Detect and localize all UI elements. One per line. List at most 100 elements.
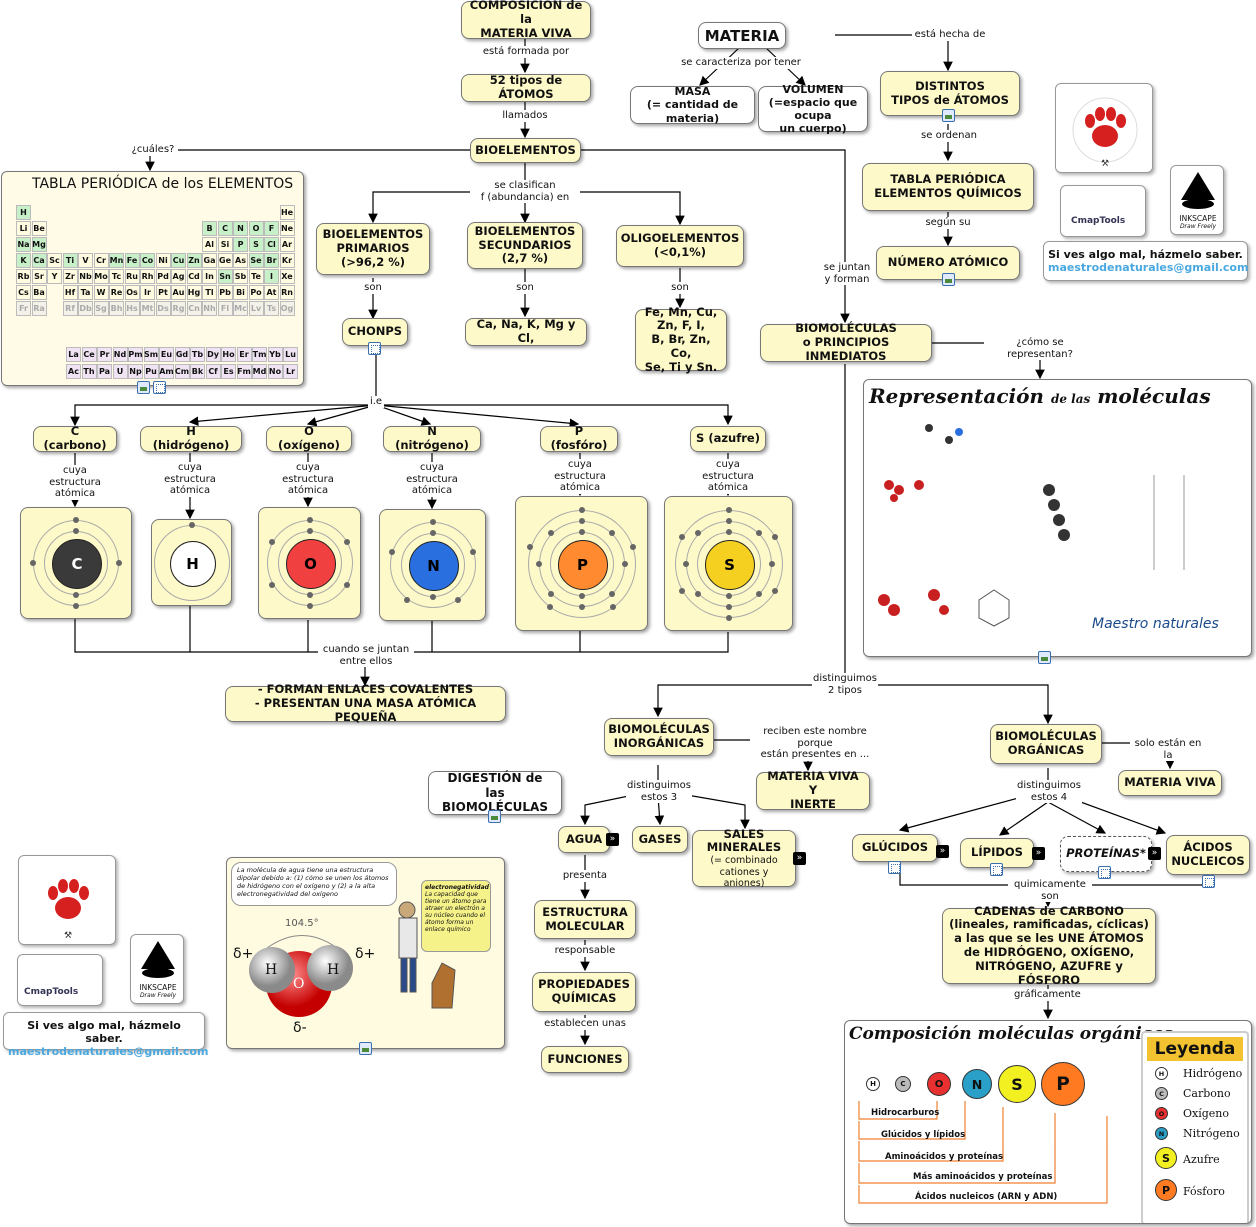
element-cell: Og xyxy=(279,301,295,316)
expand-icon[interactable]: » xyxy=(1148,847,1161,860)
glucidos-node[interactable]: GLÚCIDOS xyxy=(852,834,938,862)
materia-node[interactable]: MATERIA xyxy=(698,22,786,49)
enlaces-covalentes-node[interactable]: - FORMAN ENLACES COVALENTES - PRESENTAN … xyxy=(225,682,506,724)
propiedades-quimicas-node[interactable]: PROPIEDADES QUÍMICAS xyxy=(532,972,636,1012)
oxigeno-node[interactable]: O (oxígeno) xyxy=(266,424,352,452)
element-cell: Ag xyxy=(171,269,186,284)
element-cell: Sb xyxy=(233,269,248,284)
oligoelementos-list-node[interactable]: Fe, Mn, Cu, Zn, F, I, B, Br, Zn, Co, Se,… xyxy=(635,305,727,374)
element-cell: Yb xyxy=(267,347,283,362)
concept-map-icon[interactable] xyxy=(1098,866,1111,879)
composicion-materia-viva-node[interactable]: COMPOSICIÓN de la MATERIA VIVA xyxy=(461,0,591,40)
image-icon[interactable] xyxy=(359,1042,372,1055)
link-reciben: reciben este nombre porque están present… xyxy=(750,726,880,761)
document-icon[interactable] xyxy=(153,381,166,394)
element-cell: Fe xyxy=(124,253,140,268)
biomoleculas-organicas-node[interactable]: BIOMOLÉCULAS ORGÁNICAS xyxy=(990,724,1102,764)
materia-viva-inerte-node[interactable]: MATERIA VIVA Y INERTE xyxy=(756,769,870,811)
funciones-node[interactable]: FUNCIONES xyxy=(541,1046,629,1073)
biomoleculas-node[interactable]: BIOMOLÉCULAS o PRINCIPIOS INMEDIATOS xyxy=(760,321,932,363)
element-cell: Nh xyxy=(202,301,217,316)
link-se-clasifican: se clasifican f (abundancia) en xyxy=(470,180,580,203)
feedback-email[interactable]: maestrodenaturales@gmail.com xyxy=(1048,261,1249,274)
image-icon[interactable] xyxy=(137,381,150,394)
electron xyxy=(73,517,79,523)
element-cell: Ar xyxy=(279,237,295,252)
element-cell: Pm xyxy=(128,347,143,362)
element-cell: Am xyxy=(159,364,174,379)
element-cell: Kr xyxy=(279,253,295,268)
element-cell: Cu xyxy=(171,253,186,268)
element-cell: Cf xyxy=(205,364,221,379)
expand-icon[interactable]: » xyxy=(606,833,619,846)
feedback-message: Si ves algo mal, házmelo saber. xyxy=(27,1019,181,1045)
gases-node[interactable]: GASES xyxy=(632,826,688,853)
element-cell: Pb xyxy=(217,285,233,300)
element-cell: Ru xyxy=(124,269,140,284)
concept-map-icon[interactable] xyxy=(990,863,1003,876)
carbono-node[interactable]: C (carbono) xyxy=(33,424,117,452)
estructura-molecular-node[interactable]: ESTRUCTURA MOLECULAR xyxy=(534,900,636,939)
tabla-periodica-node[interactable]: TABLA PERIÓDICA ELEMENTOS QUÍMICOS xyxy=(862,163,1034,211)
agua-node[interactable]: AGUA xyxy=(558,826,610,853)
expand-icon[interactable]: » xyxy=(1032,847,1045,860)
paw-logo-icon: ⚒ xyxy=(1072,97,1138,169)
element-cell: Dy xyxy=(205,347,221,362)
digestion-biomoleculas-node[interactable]: DIGESTIÓN de las BIOMOLÉCULAS xyxy=(428,771,562,815)
chonps-node[interactable]: CHONPS xyxy=(342,318,408,346)
sales-minerales-node[interactable]: SALES MINERALES (= combinado cationes y … xyxy=(692,827,796,889)
link-son-primarios: son xyxy=(362,282,384,294)
azufre-node[interactable]: S (azufre) xyxy=(690,426,766,452)
bioelementos-primarios-node[interactable]: BIOELEMENTOS PRIMARIOS (>96,2 %) xyxy=(316,223,430,275)
link-son-oligo: son xyxy=(669,282,691,294)
materia-viva-node[interactable]: MATERIA VIVA xyxy=(1118,770,1222,796)
image-icon[interactable] xyxy=(942,109,955,122)
image-icon[interactable] xyxy=(1038,651,1051,664)
periodic-table-title: TABLA PERIÓDICA de los ELEMENTOS xyxy=(32,176,294,192)
fosforo-atom-diagram: P xyxy=(515,496,648,631)
masa-node[interactable]: MASA (= cantidad de materia) xyxy=(630,85,755,125)
element-cell: Br xyxy=(264,253,279,268)
element-cell: Cr xyxy=(93,253,109,268)
element-cell: B xyxy=(202,221,217,236)
acidos-nucleicos-node[interactable]: ÁCIDOS NUCLEICOS xyxy=(1166,835,1250,875)
document-icon[interactable] xyxy=(368,342,381,355)
electron xyxy=(772,587,779,594)
biomoleculas-inorganicas-node[interactable]: BIOMOLÉCULAS INORGÁNICAS xyxy=(604,718,714,756)
tipos-atomos-node[interactable]: 52 tipos de ÁTOMOS xyxy=(461,73,591,102)
element-cell: Mn xyxy=(109,253,124,268)
element-cell: Pa xyxy=(97,364,112,379)
bioelementos-secundarios-node[interactable]: BIOELEMENTOS SECUNDARIOS (2,7 %) xyxy=(467,222,583,269)
cadenas-carbono-node[interactable]: CADENAS de CARBONO (lineales, ramificada… xyxy=(942,904,1156,986)
molecule-models-illustration xyxy=(878,424,1185,627)
oligoelementos-node[interactable]: OLIGOELEMENTOS (<0,1%) xyxy=(616,225,744,267)
electron xyxy=(725,506,732,513)
expand-icon[interactable]: » xyxy=(936,845,949,858)
concept-map-icon[interactable] xyxy=(888,861,901,874)
fosforo-node[interactable]: P (fosfóro) xyxy=(540,424,618,452)
element-cell: Nb xyxy=(78,269,93,284)
bioelementos-node[interactable]: BIOELEMENTOS xyxy=(470,138,581,163)
element-cell: Ts xyxy=(264,301,279,316)
nitrogeno-node[interactable]: N (nitrógeno) xyxy=(383,424,481,452)
feedback-email[interactable]: maestrodenaturales@gmail.com xyxy=(8,1045,209,1058)
legend-label: Hidrógeno xyxy=(1183,1067,1243,1080)
electron xyxy=(725,614,732,621)
image-icon[interactable] xyxy=(942,273,955,286)
distintos-tipos-atomos-node[interactable]: DISTINTOS TIPOS de ÁTOMOS xyxy=(880,71,1020,116)
hidrogeno-node[interactable]: H (hidrógeno) xyxy=(140,424,242,452)
element-cell: Ho xyxy=(221,347,236,362)
element-cell: Ba xyxy=(31,285,47,300)
image-icon[interactable] xyxy=(488,810,501,823)
electron xyxy=(343,538,350,545)
concept-map-icon[interactable] xyxy=(1202,875,1215,888)
element-cell: Sr xyxy=(31,269,47,284)
element-cell: Mo xyxy=(93,269,109,284)
secundarios-list-node[interactable]: Ca, Na, K, Mg y Cl, xyxy=(465,317,587,346)
volumen-node[interactable]: VOLUMEN (=espacio que ocupa un cuerpo) xyxy=(758,83,868,135)
expand-icon[interactable]: » xyxy=(793,852,806,865)
element-cell: Na xyxy=(16,237,31,252)
electronegatividad-note: electronegatividad La capacidad que tien… xyxy=(421,880,491,952)
